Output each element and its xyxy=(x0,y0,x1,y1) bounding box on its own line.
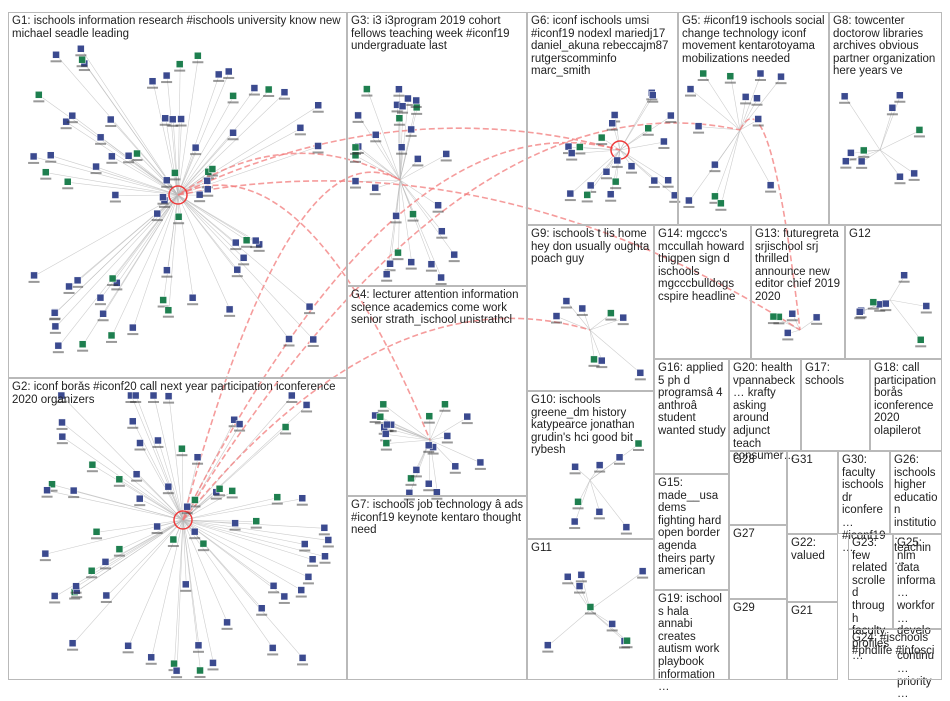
group-title-g19: G19: ischool s hala annabi creates autis… xyxy=(658,593,726,694)
group-title-g4: G4: lecturer attention information scien… xyxy=(351,289,524,327)
group-title-g31: G31 xyxy=(791,454,835,467)
group-title-g9: G9: ischools t lis home hey don usually … xyxy=(531,228,651,266)
group-title-g6: G6: iconf ischools umsi #iconf19 nodexl … xyxy=(531,15,675,78)
group-title-g17: G17: schools xyxy=(805,362,867,387)
group-title-g11: G11 xyxy=(531,542,651,555)
group-panel-g11: G11 xyxy=(527,539,654,680)
group-title-g14: G14: mgccc's mccullah howard thigpen sig… xyxy=(658,228,748,304)
group-panel-g15: G15: made__usa dems fighting hard open b… xyxy=(654,474,729,590)
group-title-g22: G22: valued xyxy=(791,537,835,562)
group-title-g20: G20: health vpannabeck… krafty asking ar… xyxy=(733,362,798,463)
group-title-g1: G1: ischools information research #ischo… xyxy=(12,15,344,40)
group-title-g16: G16: applied 5 ph d programsâ 4 anthroâ … xyxy=(658,362,726,438)
group-title-g27: G27 xyxy=(733,528,784,541)
group-panel-g12: G12 xyxy=(845,225,942,359)
group-panel-g20: G20: health vpannabeck… krafty asking ar… xyxy=(729,359,801,451)
group-panel-g14: G14: mgccc's mccullah howard thigpen sig… xyxy=(654,225,751,359)
group-panel-g10: G10: ischools greene_dm history katypear… xyxy=(527,391,654,539)
group-panel-g9: G9: ischools t lis home hey don usually … xyxy=(527,225,654,391)
group-title-g5: G5: #iconf19 ischools social change tech… xyxy=(682,15,826,65)
group-panel-g29: G29 xyxy=(729,599,787,680)
group-panel-g25: G25: nlm data informa… workfor… develo… … xyxy=(893,534,942,629)
group-panel-g8: G8: towcenter doctorow libraries archive… xyxy=(829,12,942,225)
group-panel-g22: G22: valued xyxy=(787,534,838,602)
group-title-g29: G29 xyxy=(733,602,784,615)
group-panel-g31: G31 xyxy=(787,451,838,534)
group-panel-g21: G21 xyxy=(787,602,838,680)
group-panel-g5: G5: #iconf19 ischools social change tech… xyxy=(678,12,829,225)
group-panel-g18: G18: call participation borås iconferenc… xyxy=(870,359,942,451)
group-title-g12: G12 xyxy=(849,228,939,241)
group-title-g13: G13: futuregreta srjischool srj thrilled… xyxy=(755,228,842,304)
group-panel-g19: G19: ischool s hala annabi creates autis… xyxy=(654,590,729,680)
group-title-g18: G18: call participation borås iconferenc… xyxy=(874,362,939,438)
group-panel-g16: G16: applied 5 ph d programsâ 4 anthroâ … xyxy=(654,359,729,474)
group-title-g3: G3: i3 i3program 2019 cohort fellows tea… xyxy=(351,15,524,53)
group-title-g7: G7: ischools job technology â ads #iconf… xyxy=(351,499,524,537)
group-panel-g13: G13: futuregreta srjischool srj thrilled… xyxy=(751,225,845,359)
group-title-g2: G2: iconf borås #iconf20 call next year … xyxy=(12,381,344,406)
group-panel-g28: G28 xyxy=(729,451,787,525)
group-panel-g27: G27 xyxy=(729,525,787,599)
group-panel-g6: G6: iconf ischools umsi #iconf19 nodexl … xyxy=(527,12,678,225)
group-title-g8: G8: towcenter doctorow libraries archive… xyxy=(833,15,939,78)
group-panel-g26: G26: ischools higher education instituti… xyxy=(890,451,942,534)
group-panel-g4: G4: lecturer attention information scien… xyxy=(347,286,527,496)
group-title-g15: G15: made__usa dems fighting hard open b… xyxy=(658,477,726,578)
group-panel-g7: G7: ischools job technology â ads #iconf… xyxy=(347,496,527,680)
group-panel-g1: G1: ischools information research #ischo… xyxy=(8,12,347,378)
group-panel-g23: G23: few related scrolled through facult… xyxy=(848,534,893,629)
group-title-g21: G21 xyxy=(791,605,835,618)
group-title-g10: G10: ischools greene_dm history katypear… xyxy=(531,394,651,457)
group-panel-g17: G17: schools xyxy=(801,359,870,451)
group-panel-g2: G2: iconf borås #iconf20 call next year … xyxy=(8,378,347,680)
group-panel-g30: G30: faculty ischools dr iconfere… #icon… xyxy=(838,451,890,534)
group-panel-g3: G3: i3 i3program 2019 cohort fellows tea… xyxy=(347,12,527,286)
group-panel-g24: G24: #ischools #phdlife #infosci xyxy=(848,629,942,680)
group-title-g28: G28 xyxy=(733,454,784,467)
group-title-g24: G24: #ischools #phdlife #infosci xyxy=(852,632,939,657)
